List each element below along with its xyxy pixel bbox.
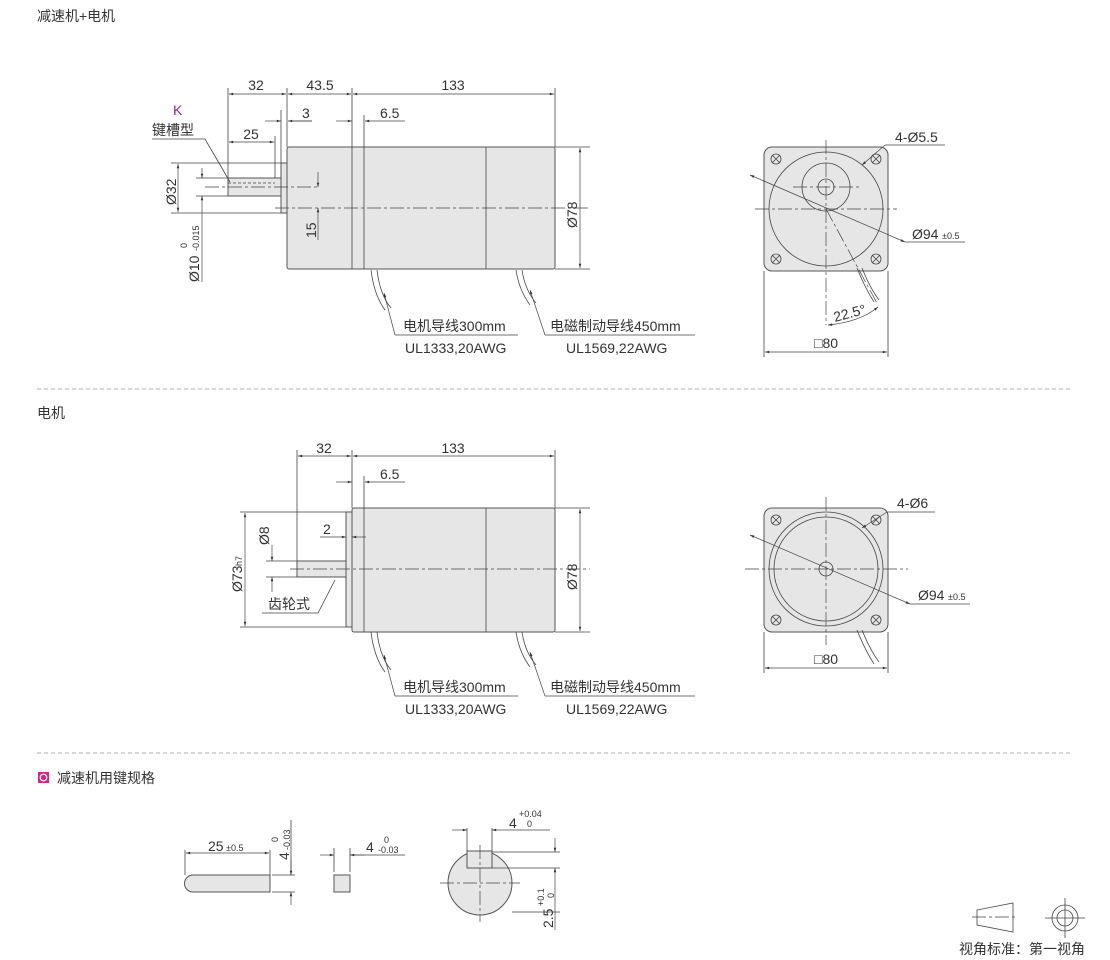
projection-label: 视角标准：第一视角 (959, 941, 1085, 957)
front-square: □80 (814, 335, 838, 351)
slot-depth: 2.5 (540, 908, 556, 928)
dim-step: 6.5 (380, 466, 400, 482)
key-letter: K (173, 102, 183, 118)
front-pcd-tol: ±0.5 (942, 231, 959, 241)
key-height-tol-low: -0.03 (282, 829, 292, 850)
front-holes: 4-Ø6 (897, 495, 928, 511)
lead1-title: 电机导线300mm (403, 318, 506, 334)
dim-flange: 3 (302, 105, 310, 121)
dim-gearbox-length: 43.5 (306, 77, 333, 93)
lead1-spec: UL1333,20AWG (405, 340, 506, 356)
section-bullet-ring (39, 773, 48, 782)
dia-body: Ø78 (564, 201, 580, 228)
section-title-gearbox-motor: 减速机+电机 (37, 8, 115, 24)
slot-tol-up: +0.04 (519, 809, 542, 819)
key-height: 4 (276, 852, 292, 860)
dia-pilot: Ø73 (229, 565, 245, 592)
lead2-title: 电磁制动导线450mm (550, 679, 681, 695)
dim-step: 6.5 (380, 105, 400, 121)
front-pcd: Ø94 (918, 587, 945, 603)
dim-motor-length: 133 (441, 77, 465, 93)
motor-side-view: 32 133 6.5 2 Ø8 Ø73 h7 齿轮式 Ø78 电机导线300mm… (229, 440, 695, 717)
gear-type-label: 齿轮式 (268, 596, 310, 612)
key-type-label: 键槽型 (152, 122, 194, 138)
lead2-title: 电磁制动导线450mm (550, 318, 681, 334)
key-width-tol-up: 0 (384, 835, 389, 845)
section-title-motor: 电机 (37, 405, 65, 421)
slot-width: 4 (509, 815, 517, 831)
front-pcd-tol: ±0.5 (948, 592, 965, 602)
dia-shaft-tol-up: 0 (179, 243, 189, 248)
gearbox-front-view: 4-Ø5.5 Ø94 ±0.5 22.5° □80 (749, 129, 965, 357)
dia-shaft-tol-low: -0.015 (191, 225, 201, 251)
front-pcd: Ø94 (912, 226, 939, 242)
lead2-spec: UL1569,22AWG (566, 701, 667, 717)
key-width: 4 (366, 839, 374, 855)
dim-key: 25 (243, 126, 259, 142)
motor-front-view: 4-Ø6 Ø94 ±0.5 □80 (745, 495, 970, 673)
lead1-spec: UL1333,20AWG (405, 701, 506, 717)
key-length-tol: ±0.5 (226, 843, 243, 853)
shaft-keyway-section: 4 +0.04 0 2.5 +0.1 0 (440, 809, 560, 930)
lead1-title: 电机导线300mm (403, 679, 506, 695)
key-height-tol-up: 0 (270, 837, 280, 842)
dia-shaft: Ø10 (186, 255, 202, 282)
dia-boss: Ø32 (163, 178, 179, 205)
section-title-key-spec: 减速机用键规格 (57, 770, 155, 786)
dia-pilot-tol: h7 (234, 556, 244, 566)
dim-shaft-length: 32 (316, 440, 332, 456)
depth-tol-up: +0.1 (536, 888, 546, 906)
first-angle-projection-icon (972, 898, 1085, 938)
key-end-view: 4 0 -0.03 (320, 835, 405, 893)
front-holes: 4-Ø5.5 (895, 129, 938, 145)
key-length: 25 (208, 838, 224, 854)
slot-tol-low: 0 (527, 819, 532, 829)
key-width-tol-low: -0.03 (378, 845, 399, 855)
gearbox-side-view: 32 43.5 133 3 6.5 25 K 键槽型 Ø32 Ø10 0 -0.… (152, 77, 695, 356)
dim-shaft-length: 32 (248, 77, 264, 93)
depth-tol-low: 0 (546, 893, 556, 898)
dia-body: Ø78 (564, 563, 580, 590)
lead2-spec: UL1569,22AWG (566, 340, 667, 356)
dia-shaft: Ø8 (256, 526, 272, 545)
dim-motor-length: 133 (441, 440, 465, 456)
key-side-view: 25 ±0.5 4 0 -0.03 (184, 820, 295, 905)
dim-offset: 15 (303, 222, 319, 238)
front-square: □80 (814, 651, 838, 667)
section-bullet-icon (38, 772, 49, 783)
dim-flange: 2 (323, 521, 331, 537)
